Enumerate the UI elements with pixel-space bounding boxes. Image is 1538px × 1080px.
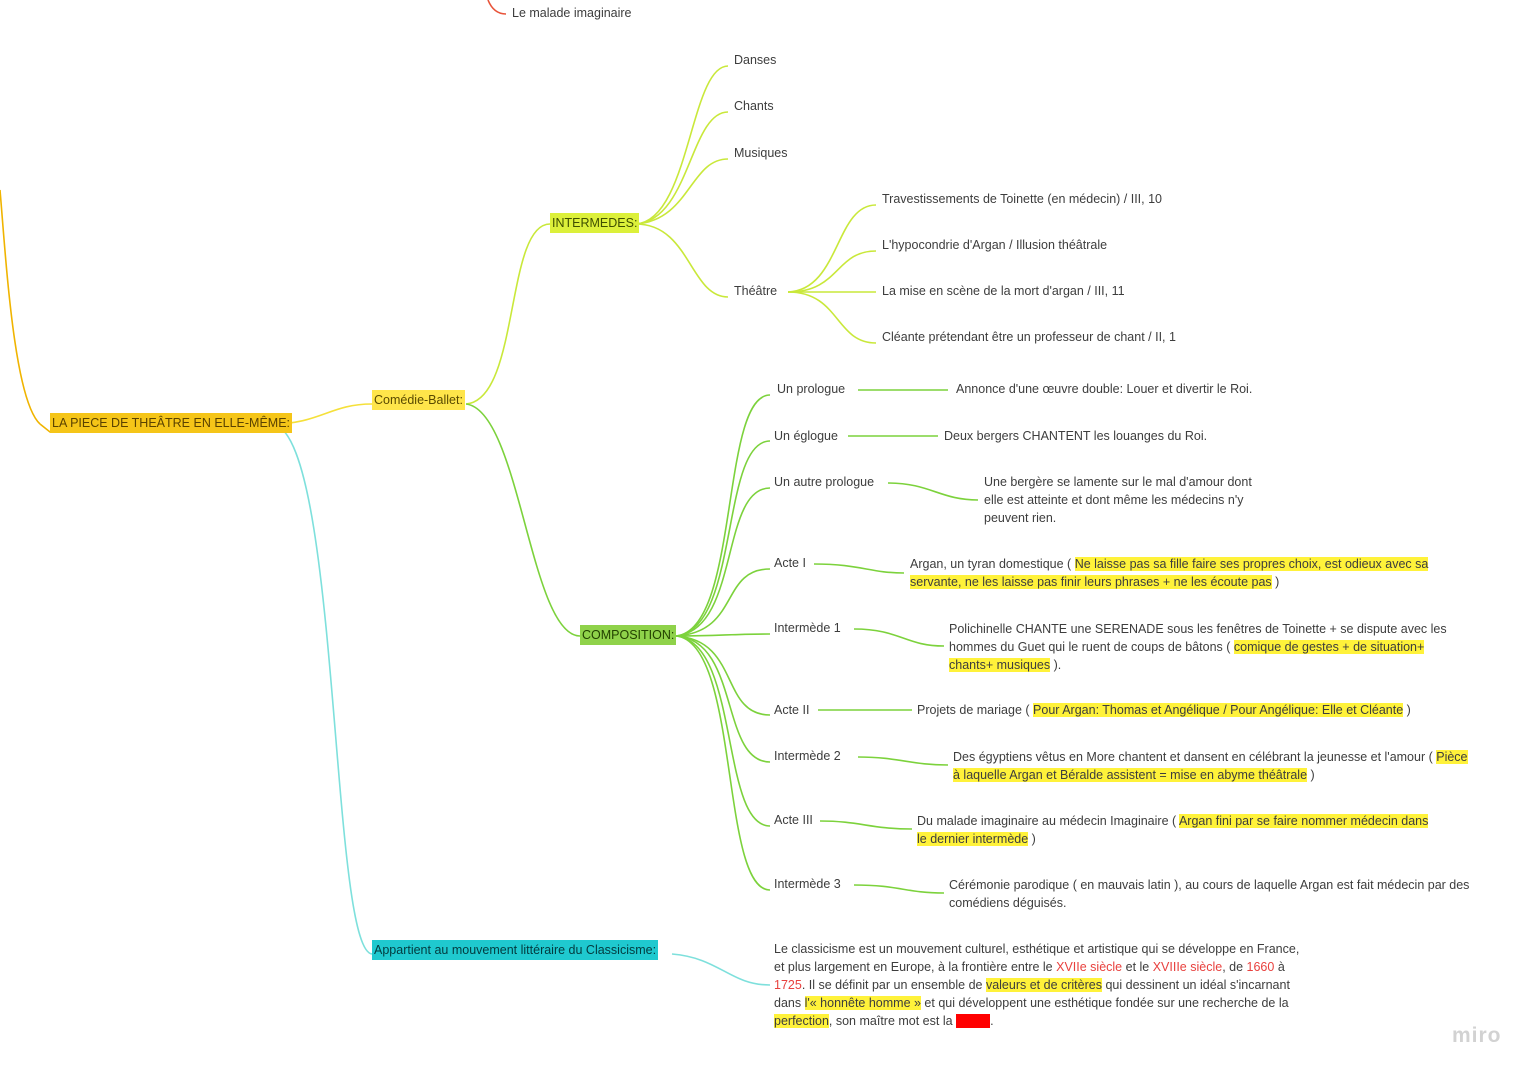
desc-highlight: l'« honnête homme »	[804, 996, 921, 1010]
desc-text: qui dessinent un idéal s'incarnant dans	[774, 978, 1290, 1010]
node-root[interactable]: LA PIECE DE THEÂTRE EN ELLE-MÊME:	[50, 413, 293, 433]
node-acte3-desc[interactable]: Du malade imaginaire au médecin Imaginai…	[917, 812, 1437, 848]
connector-prologue	[675, 394, 771, 637]
desc-text: Projets de mariage (	[917, 703, 1034, 717]
node-chants[interactable]: Chants	[734, 99, 774, 113]
node-theatre-item[interactable]: L'hypocondrie d'Argan / Illusion théâtra…	[882, 238, 1108, 252]
desc-red: 1725	[774, 978, 802, 992]
desc-text: . Il se définit par un ensemble de	[801, 978, 986, 992]
connector-theatre	[635, 223, 729, 298]
node-intermede1-desc[interactable]: Polichinelle CHANTE une SERENADE sous le…	[949, 620, 1459, 674]
node-theatre-item[interactable]: La mise en scène de la mort d'argan / II…	[882, 284, 1125, 298]
desc-red: 1660	[1246, 960, 1275, 974]
desc-text: )	[1271, 575, 1280, 589]
node-theatre-item[interactable]: Cléante prétendant être un professeur de…	[882, 330, 1176, 344]
connector-intermede2-desc	[857, 756, 949, 766]
connector-acte1-desc	[813, 563, 905, 574]
node-intermede2-desc[interactable]: Des égyptiens vêtus en More chantent et …	[953, 748, 1473, 784]
node-theatre-item[interactable]: Travestissements de Toinette (en médecin…	[882, 192, 1162, 206]
node-acte2-desc[interactable]: Projets de mariage ( Pour Argan: Thomas …	[917, 701, 1411, 719]
node-composition[interactable]: COMPOSITION:	[580, 625, 677, 645]
desc-redbox: raison	[956, 1014, 991, 1028]
miro-logo: miro	[1452, 1024, 1502, 1047]
desc-highlight: valeurs et de critères	[985, 978, 1102, 992]
desc-text: Polichinelle CHANTE une SERENADE sous le…	[949, 622, 1447, 654]
connector-chants	[635, 111, 729, 225]
desc-red: XVIIIe siècle	[1152, 960, 1223, 974]
node-intermedes[interactable]: INTERMEDES:	[550, 213, 640, 233]
connector-root-top	[0, 189, 41, 425]
node-acte1-desc[interactable]: Argan, un tyran domestique ( Ne laisse p…	[910, 555, 1440, 591]
desc-text: et qui développent une esthétique fondée…	[920, 996, 1289, 1010]
connector-theatre-2	[787, 250, 877, 293]
connector-acte3-desc	[819, 820, 913, 830]
connector-theatre-4	[787, 291, 877, 344]
node-intermede1[interactable]: Intermède 1	[774, 621, 841, 635]
desc-text: .	[990, 1014, 994, 1028]
desc-red: XVIIe siècle	[1056, 960, 1123, 974]
node-acte2[interactable]: Acte II	[774, 703, 810, 717]
desc-text: ).	[1050, 658, 1062, 672]
desc-text: )	[1403, 703, 1411, 717]
node-autre-prologue-desc[interactable]: Une bergère se lamente sur le mal d'amou…	[984, 475, 1252, 525]
desc-highlight: Pour Argan: Thomas et Angélique / Pour A…	[1033, 703, 1404, 717]
desc-text: , son maître mot est la	[828, 1014, 957, 1028]
connector-intermede3	[675, 635, 771, 891]
connector-acte3	[675, 635, 771, 827]
desc-text: , de	[1222, 960, 1247, 974]
desc-text: )	[1307, 768, 1315, 782]
desc-highlight: perfection	[774, 1014, 829, 1028]
connector-intermede2	[675, 635, 771, 763]
connector-classicisme-text	[671, 953, 771, 986]
connector-eglogue	[675, 440, 771, 637]
node-musiques[interactable]: Musiques	[734, 146, 788, 160]
node-intermede3[interactable]: Intermède 3	[774, 877, 841, 891]
connector-top-item	[487, 0, 507, 15]
node-prologue-desc[interactable]: Annonce d'une œuvre double: Louer et div…	[956, 382, 1253, 396]
connector-theatre-1	[787, 204, 877, 293]
desc-text: et le	[1122, 960, 1153, 974]
connector-intermede3-desc	[853, 884, 945, 894]
node-intermede3-desc[interactable]: Cérémonie parodique ( en mauvais latin )…	[949, 878, 1470, 910]
connector-comedie-composition	[465, 403, 581, 637]
desc-text: Le classicisme est un mouvement culturel…	[774, 942, 1300, 974]
node-prologue[interactable]: Un prologue	[777, 382, 846, 396]
desc-text: Des égyptiens vêtus en More chantent et …	[953, 750, 1437, 764]
node-intermede2[interactable]: Intermède 2	[774, 749, 841, 763]
node-acte1[interactable]: Acte I	[774, 556, 806, 570]
node-malade-imaginaire[interactable]: Le malade imaginaire	[512, 6, 632, 20]
node-eglogue[interactable]: Un églogue	[774, 429, 838, 443]
desc-text: Argan, un tyran domestique (	[910, 557, 1075, 571]
connector-intermede1	[675, 633, 771, 637]
node-classicisme-desc[interactable]: Le classicisme est un mouvement culturel…	[774, 940, 1310, 1030]
connector-root-classicisme	[271, 423, 373, 955]
desc-text: )	[1028, 832, 1036, 846]
node-theatre[interactable]: Théâtre	[734, 284, 778, 298]
desc-text: à	[1274, 960, 1285, 974]
connector-comedie-intermedes	[465, 223, 551, 405]
node-comedie-ballet[interactable]: Comédie-Ballet:	[372, 390, 465, 410]
connector-acte2	[675, 635, 771, 716]
node-autre-prologue[interactable]: Un autre prologue	[774, 475, 875, 489]
connector-musiques	[635, 158, 729, 225]
connector-intermede1-desc	[853, 628, 945, 647]
node-classicisme[interactable]: Appartient au mouvement littéraire du Cl…	[372, 940, 659, 960]
node-eglogue-desc[interactable]: Deux bergers CHANTENT les louanges du Ro…	[944, 429, 1208, 443]
connector-autre-prologue-desc	[887, 482, 979, 501]
connector-acte1	[675, 568, 771, 637]
desc-text: Du malade imaginaire au médecin Imaginai…	[917, 814, 1179, 828]
connector-autre-prologue	[675, 487, 771, 637]
connector-danses	[635, 65, 729, 225]
node-danses[interactable]: Danses	[734, 53, 777, 67]
node-acte3[interactable]: Acte III	[774, 813, 813, 827]
